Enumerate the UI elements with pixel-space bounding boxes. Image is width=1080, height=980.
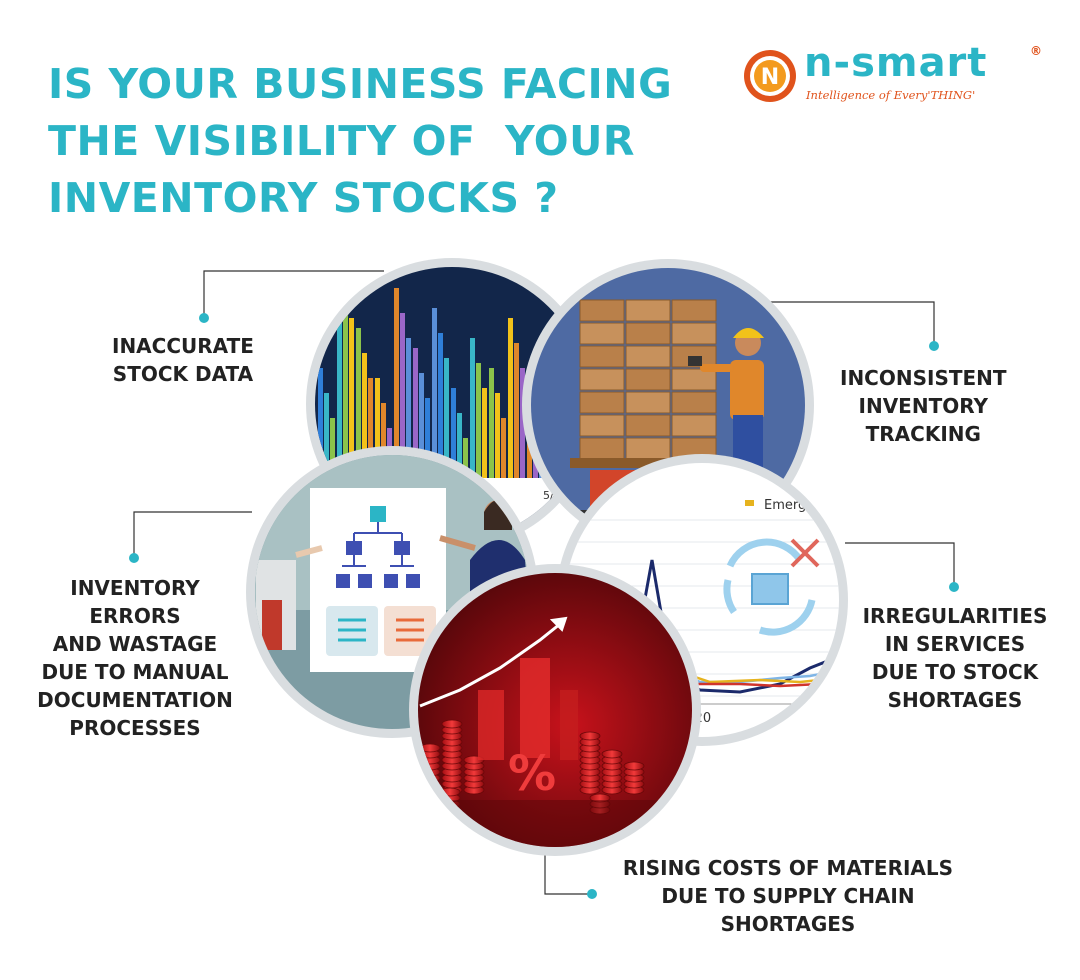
bar bbox=[476, 363, 481, 478]
bar bbox=[501, 418, 506, 478]
connectors bbox=[133, 270, 955, 895]
bar bbox=[394, 288, 399, 478]
coin bbox=[579, 731, 601, 741]
coin bbox=[623, 761, 645, 771]
bar bbox=[495, 393, 500, 478]
registered-mark: ® bbox=[1030, 44, 1042, 58]
coin bbox=[441, 719, 463, 729]
bar bbox=[425, 398, 430, 478]
box bbox=[579, 299, 625, 322]
bar bbox=[520, 368, 525, 478]
title-line-3: INVENTORY STOCKS ? bbox=[48, 174, 559, 222]
box bbox=[579, 322, 625, 345]
bar bbox=[400, 313, 405, 478]
bar bbox=[419, 373, 424, 478]
brand-name: n-smart bbox=[804, 40, 988, 86]
box bbox=[625, 299, 671, 322]
box bbox=[671, 391, 717, 414]
bar bbox=[362, 353, 367, 478]
box bbox=[579, 414, 625, 437]
brand-tagline: Intelligence of Every'THING' bbox=[806, 88, 976, 102]
bar bbox=[451, 388, 456, 478]
box bbox=[625, 322, 671, 345]
listener-figure bbox=[256, 545, 323, 650]
bar bbox=[489, 368, 494, 478]
bar bbox=[368, 378, 373, 478]
bar bbox=[470, 338, 475, 478]
svg-text:N: N bbox=[761, 65, 779, 90]
box bbox=[671, 299, 717, 322]
bar bbox=[375, 378, 380, 478]
dot-rising bbox=[587, 889, 597, 899]
bar bbox=[508, 318, 513, 478]
box bbox=[625, 437, 671, 460]
bar bbox=[318, 368, 323, 478]
label-inventory-errors: INVENTORY ERRORS AND WASTAGE DUE TO MANU… bbox=[37, 576, 233, 740]
box bbox=[579, 368, 625, 391]
percent-symbol: % bbox=[508, 746, 556, 802]
box bbox=[625, 345, 671, 368]
bar bbox=[514, 343, 519, 478]
box bbox=[625, 414, 671, 437]
bar bbox=[343, 293, 348, 478]
dot-inaccurate bbox=[199, 313, 209, 323]
page-title: IS YOUR BUSINESS FACING THE VISIBILITY O… bbox=[48, 56, 672, 227]
box bbox=[579, 345, 625, 368]
bar bbox=[482, 388, 487, 478]
bar bbox=[406, 338, 411, 478]
box bbox=[625, 368, 671, 391]
label-irregularities: IRREGULARITIES IN SERVICES DUE TO STOCK … bbox=[862, 604, 1048, 712]
box bbox=[579, 391, 625, 414]
label-inaccurate-stock-data: INACCURATE STOCK DATA bbox=[112, 334, 254, 386]
box bbox=[579, 437, 625, 460]
logo-emblem-icon: N bbox=[744, 50, 796, 102]
title-line-2: THE VISIBILITY OF YOUR bbox=[48, 117, 636, 165]
title-line-1: IS YOUR BUSINESS FACING bbox=[48, 60, 673, 108]
bar bbox=[356, 328, 361, 478]
bar bbox=[337, 268, 342, 478]
label-rising-costs: RISING COSTS OF MATERIALS DUE TO SUPPLY … bbox=[622, 856, 954, 936]
brand-logo: N n-smart ® Intelligence of Every'THING' bbox=[742, 40, 1042, 108]
bar bbox=[381, 403, 386, 478]
cardboard-boxes bbox=[579, 299, 717, 460]
bar bbox=[330, 418, 335, 478]
rising-costs-circle: % bbox=[409, 564, 701, 856]
dot-inconsistent bbox=[929, 341, 939, 351]
box bbox=[671, 414, 717, 437]
orgchart-circle bbox=[246, 446, 538, 738]
dot-irregularities bbox=[949, 582, 959, 592]
bar bbox=[324, 393, 329, 478]
box bbox=[671, 368, 717, 391]
bar bbox=[413, 348, 418, 478]
coin bbox=[601, 749, 623, 759]
box bbox=[625, 391, 671, 414]
bar bbox=[432, 308, 437, 478]
bar bbox=[457, 413, 462, 478]
bar bbox=[463, 438, 468, 478]
bar bbox=[444, 358, 449, 478]
bar bbox=[438, 333, 443, 478]
label-inconsistent-tracking: INCONSISTENT INVENTORY TRACKING bbox=[840, 366, 1007, 446]
cycle-box-icon bbox=[723, 538, 820, 636]
bar bbox=[349, 318, 354, 478]
dot-errors bbox=[129, 553, 139, 563]
connector-dots bbox=[129, 313, 959, 899]
box bbox=[671, 322, 717, 345]
